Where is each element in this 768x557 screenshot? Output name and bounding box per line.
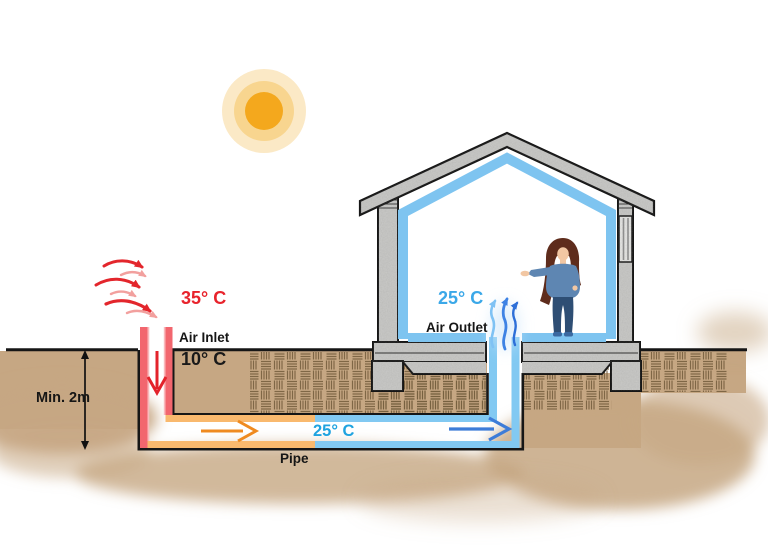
sun-icon <box>222 69 306 153</box>
indoor-temp-label: 25° C <box>438 288 484 308</box>
hot-air-gusts-icon <box>94 259 158 319</box>
pipe-label: Pipe <box>280 451 309 466</box>
house <box>358 131 656 392</box>
soil <box>0 312 768 522</box>
air-inlet-label: Air Inlet <box>179 330 230 345</box>
person-figure <box>520 238 581 337</box>
cool-air-swirl-icon <box>488 297 520 351</box>
ground-temp-label: 10° C <box>181 349 227 369</box>
soil-hatch-texture <box>250 352 728 413</box>
double-arrow-icon <box>81 350 89 450</box>
down-arrow-icon <box>146 351 168 397</box>
outside-temp-label: 35° C <box>181 288 227 308</box>
inlet-pipe <box>140 327 173 448</box>
riser-pipe <box>489 337 520 448</box>
right-arrow-orange-icon <box>201 419 260 443</box>
right-arrow-blue-icon <box>449 416 513 442</box>
ground-line <box>6 348 747 451</box>
blue-lining <box>398 152 616 342</box>
pipe-temp-label: 25° C <box>313 422 355 440</box>
air-outlet-label: Air Outlet <box>426 320 488 335</box>
underground-pipe <box>147 415 520 448</box>
depth-label: Min. 2m <box>36 390 90 406</box>
